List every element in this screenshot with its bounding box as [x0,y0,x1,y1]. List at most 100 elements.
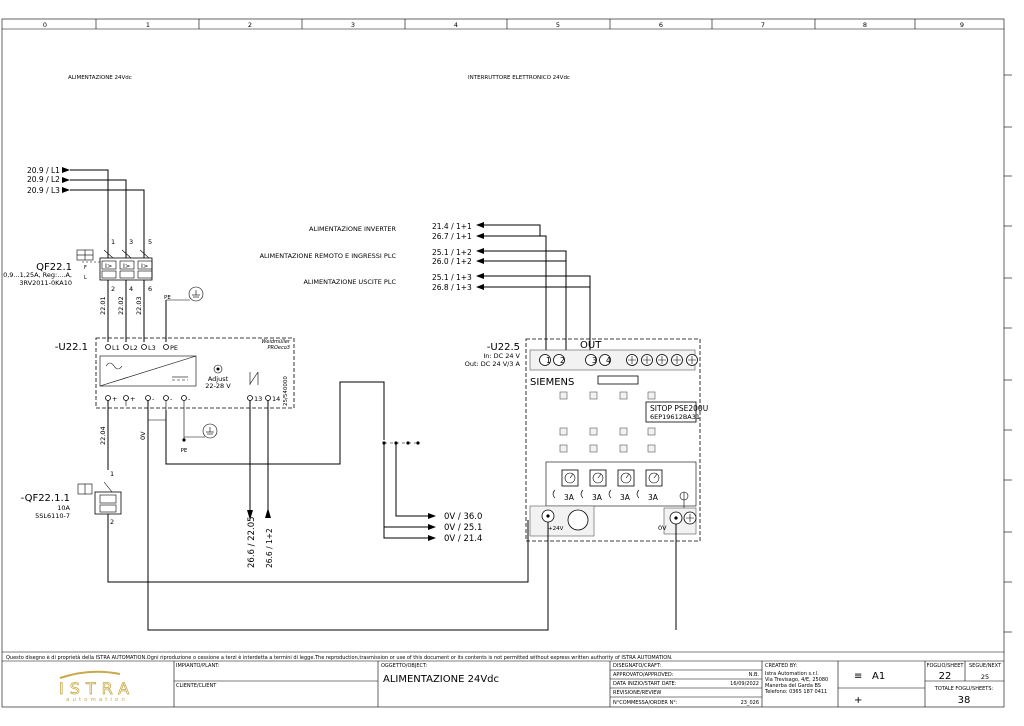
adjust-range: 22-28 V [205,382,231,390]
sitop-label-plate [645,401,697,423]
created-label: CREATED BY: [765,663,797,669]
column-label: 1 [146,21,150,29]
psu-name: -U22.1 [55,342,88,353]
psu-u22-1: -U22.1 Weidmüller PROeco3 L1 L2 L3 PE Ad… [55,337,295,409]
pe-label: PE [181,448,188,454]
breaker-name: QF22.1 [36,262,72,273]
phase-inputs: 20.9 / L1 20.9 / L2 20.9 / L3 [27,166,145,258]
sitop-out-label: OUT [580,340,602,351]
terminal-label: L1 [112,344,120,352]
arrow-icon [476,222,484,228]
feed-ref: 25.1 / 1+3 [432,273,472,282]
feed-label: ALIMENTAZIONE REMOTO E INGRESSI PLC [260,252,397,260]
channel-selectors [552,469,663,499]
arrow-icon [476,233,484,239]
pe-ground-top: PE [164,286,204,342]
sitop-name: -U22.5 [487,342,520,353]
oggetto-label: OGGETTO/OBJECT: [381,663,427,669]
zero-ref: 0V / 25.1 [444,523,482,533]
screw-terminals [626,354,698,366]
terminal-label: 1 [546,356,551,365]
terminal-label: PE [170,344,178,352]
feed-label: ALIMENTAZIONE USCITE PLC [303,278,396,286]
ac-wave-icon [105,362,123,370]
arrow-icon [428,524,436,530]
wire-label: 22.04 [99,426,107,445]
ground-icon [202,423,218,439]
breaker-qf22-1: 1 3 5 I> I> I> F L 2 4 6 QF22.1 0,9...1,… [3,238,153,342]
terminal-label: 1 [110,470,114,478]
company-tel: Telefono: 0365 187 0411 [764,689,827,695]
breaker-rating: 10A [57,504,70,512]
arrow-icon [247,510,253,520]
column-label: 0 [43,21,47,29]
terminal-label: L2 [130,344,138,352]
company-logo [20,664,170,704]
sitop-plus: +24V [548,526,564,532]
totale-value: 38 [958,695,971,706]
sitop-model: SITOP PSE200U [650,404,708,413]
sitop-u22-5: -U22.5 In: DC 24 V Out: DC 24 V/3 A OUT … [465,338,708,630]
psu-model: PROeco3 [268,345,291,351]
terminal-label: - [152,395,155,403]
terminal-label: 2 [110,518,114,526]
sitop-code: 6EP19612BA31 [650,413,700,421]
terminal-label: 13 [254,395,262,403]
wire-label: 22.02 [117,296,125,315]
column-label: 9 [960,21,964,29]
terminal-label: 5 [148,238,152,246]
adjust-label: Adjust [208,375,229,383]
channel-label: 3A [592,493,603,502]
feed-ref: 26.0 / 1+2 [432,257,472,266]
column-label: 7 [761,21,765,29]
phase-ref-l3: 20.9 / L3 [27,186,60,195]
breaker-spec: 0,9...1,25A, Reg:....A, [3,271,72,279]
phase-ref-l1: 20.9 / L1 [27,166,60,175]
data-label: DATA INIZIO/START DATE: [613,681,677,687]
foglio-label: FOGLIO/SHEET [927,663,965,669]
svg-text:I>: I> [141,262,148,270]
arrow-icon [62,177,70,183]
arrow-icon [265,508,271,518]
ground-icon [188,286,204,302]
sitop-brand: SIEMENS [530,377,574,388]
bottom-ref-a: 26.6 / 22.05 [247,516,257,568]
impianto-label: IMPIANTO/PLANT: [176,663,220,669]
svg-text:I>: I> [105,262,112,270]
data-value: 16/09/2022 [730,681,759,687]
column-label: 4 [454,21,458,29]
sitop-zero: 0V [658,524,667,532]
sitop-outline [525,338,701,542]
arrow-icon [62,167,70,173]
column-label: 5 [556,21,560,29]
arrow-icon [428,535,436,541]
svg-text:F: F [84,265,87,271]
pe-ground-bottom: PE [181,400,218,454]
section-title-right: INTERRUTTORE ELETTRONICO 24Vdc [468,75,570,81]
logo-sub: automation [66,697,128,703]
logo-main: ISTRA [59,679,135,698]
terminal-label: 3 [592,356,597,365]
wire-label: 22.01 [99,296,107,315]
terminal-label: 1 [111,238,115,246]
terminal-label: 6 [148,285,152,293]
feed-label: ALIMENTAZIONE INVERTER [309,225,396,233]
column-label: 3 [351,21,355,29]
sheet-symbol: ≡ [854,671,862,682]
bottom-ref-b: 26.6 / 1+2 [265,528,274,568]
column-ruler: 0 1 2 3 4 5 6 7 8 9 [2,19,1012,633]
title-block: Questo disegno è di proprietà della ISTR… [2,651,1004,707]
section-title-left: ALIMENTAZIONE 24Vdc [68,75,132,81]
commessa-label: N°COMMESSA/ORDER N°: [613,700,678,706]
terminal-label: - [188,395,191,403]
phase-ref-l2: 20.9 / L2 [27,175,60,184]
company-addr2: Manerba del Garda BS [765,683,821,689]
terminal-label: 4 [606,356,611,365]
wire-label: 22.03 [135,296,143,315]
column-label: 2 [248,21,252,29]
copyright-notice: Questo disegno è di proprietà della ISTR… [6,654,673,661]
terminal-label: 14 [272,395,280,403]
plus-sign: + [854,695,862,706]
feed-ref: 21.4 / 1+1 [432,222,472,231]
feed-ref: 26.7 / 1+1 [432,232,472,241]
